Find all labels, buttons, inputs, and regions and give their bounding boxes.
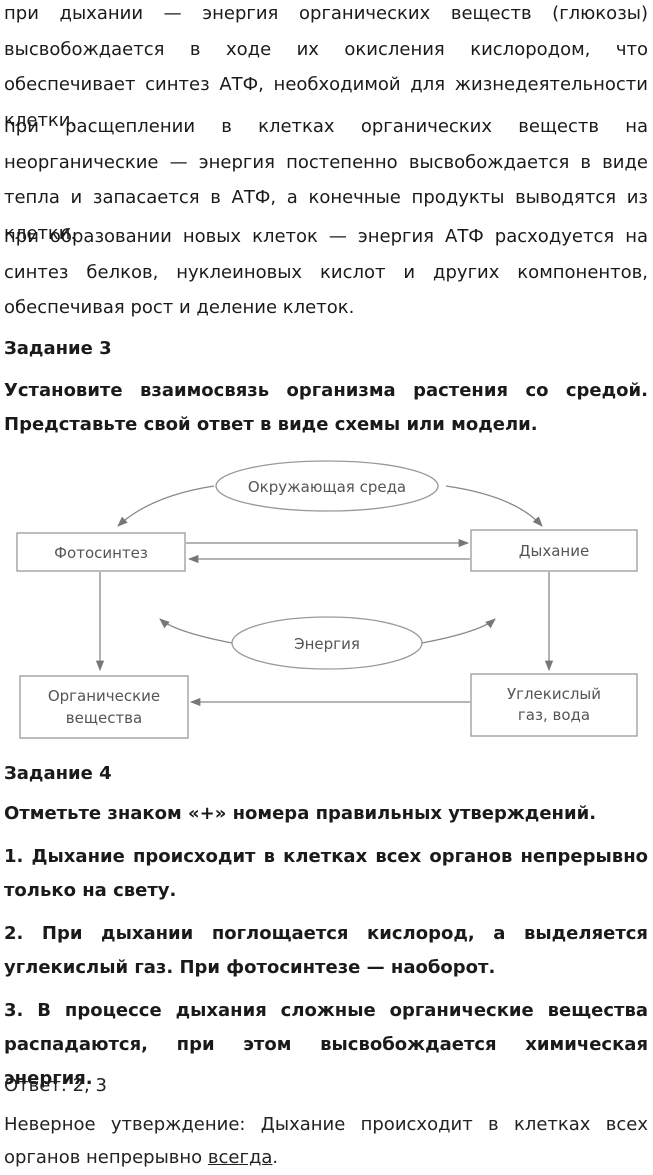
task3-title: Задание 3: [4, 338, 112, 359]
wrong-statement-suffix: .: [272, 1147, 279, 1168]
plant-environment-diagram: Окружающая среда Фотосинтез Дыхание Энер…: [16, 460, 638, 739]
organic-substances-box: [19, 675, 189, 739]
paragraph-breakdown: при расщеплении в клетках органических в…: [4, 116, 648, 244]
respiration-label: Дыхание: [519, 542, 589, 560]
task4-title: Задание 4: [4, 763, 112, 784]
paragraph-new-cells: при образовании новых клеток — энергия А…: [4, 226, 648, 318]
paragraph-respiration: при дыхании — энергия органических вещес…: [4, 3, 648, 131]
photosynthesis-box: [16, 532, 186, 572]
wrong-statement-prefix: Неверное утверждение: Дыхание происходит…: [4, 1114, 648, 1168]
organic-label-line2: вещества: [66, 709, 142, 727]
arrow-energy-to-left: [159, 618, 233, 644]
statement-3: 3. В процессе дыхания сложные органическ…: [4, 1000, 648, 1089]
wrong-statement-text: Неверное утверждение: Дыхание происходит…: [4, 1108, 648, 1174]
wrong-statement-underlined: всегда: [207, 1147, 273, 1168]
answer-text: Ответ: 2, 3: [4, 1075, 107, 1096]
arrow-env-to-photosynthesis: [117, 485, 215, 527]
respiration-box: [470, 529, 638, 572]
task4-prompt: Отметьте знаком «+» номера правильных ут…: [4, 803, 597, 824]
organic-label-line1: Органические: [48, 687, 160, 705]
task3-prompt: Установите взаимосвязь организма растени…: [4, 380, 648, 435]
energy-ellipse: [231, 616, 423, 670]
arrow-env-to-respiration: [445, 485, 543, 527]
co2-water-box: [470, 673, 638, 737]
co2-label-line2: газ, вода: [518, 706, 590, 724]
arrow-energy-to-right: [421, 618, 496, 644]
energy-label: Энергия: [294, 635, 360, 653]
statement-1: 1. Дыхание происходит в клетках всех орг…: [4, 846, 648, 901]
statement-2: 2. При дыхании поглощается кислород, а в…: [4, 923, 648, 978]
environment-label: Окружающая среда: [248, 478, 406, 496]
photosynthesis-label: Фотосинтез: [54, 544, 148, 562]
co2-label-line1: Углекислый: [507, 685, 601, 703]
environment-ellipse: [215, 460, 439, 512]
